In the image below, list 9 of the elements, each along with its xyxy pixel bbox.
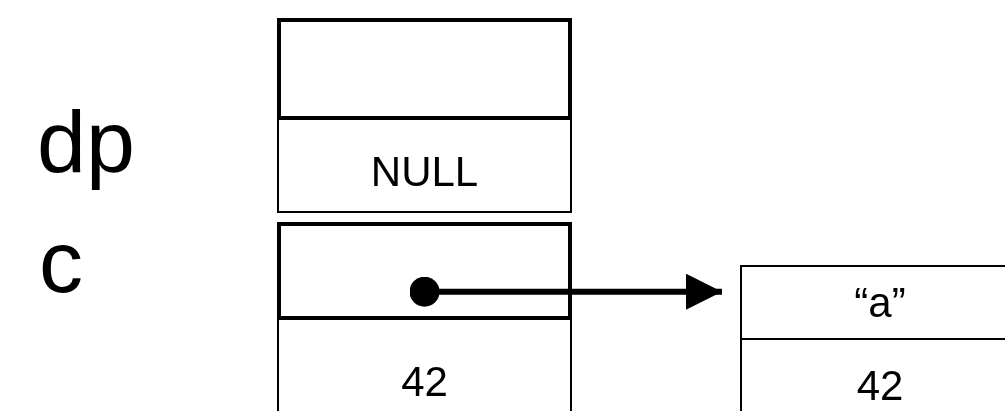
- field-cell: [279, 224, 570, 318]
- field-value: “a”: [853, 279, 907, 327]
- record-box: [740, 265, 1005, 411]
- field-value: 42: [855, 362, 905, 410]
- field-value: NULL: [369, 148, 480, 196]
- field-value: 42: [400, 358, 449, 406]
- variable-name: c: [39, 218, 83, 306]
- field-cell: [279, 20, 570, 118]
- pointer-arrow: [409, 273, 722, 310]
